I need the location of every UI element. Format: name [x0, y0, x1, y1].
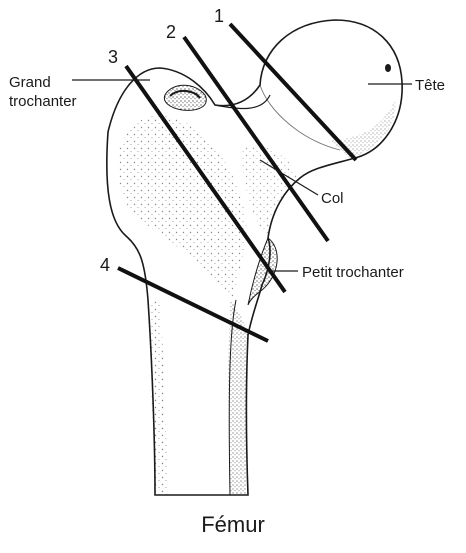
label-greater-trochanter-line2: trochanter — [9, 93, 77, 110]
fovea-mark — [385, 64, 391, 72]
label-lesser-trochanter: Petit trochanter — [302, 264, 404, 281]
fracture-number-1: 1 — [214, 6, 224, 26]
femur-outline — [107, 20, 402, 495]
fracture-number-3: 3 — [108, 47, 118, 67]
label-greater-trochanter-line1: Grand — [9, 74, 51, 91]
label-head: Tête — [415, 77, 445, 94]
label-neck: Col — [321, 190, 344, 207]
fracture-number-4: 4 — [100, 255, 110, 275]
fracture-number-2: 2 — [166, 22, 176, 42]
figure-caption: Fémur — [201, 512, 265, 537]
femur-bone — [107, 20, 402, 495]
